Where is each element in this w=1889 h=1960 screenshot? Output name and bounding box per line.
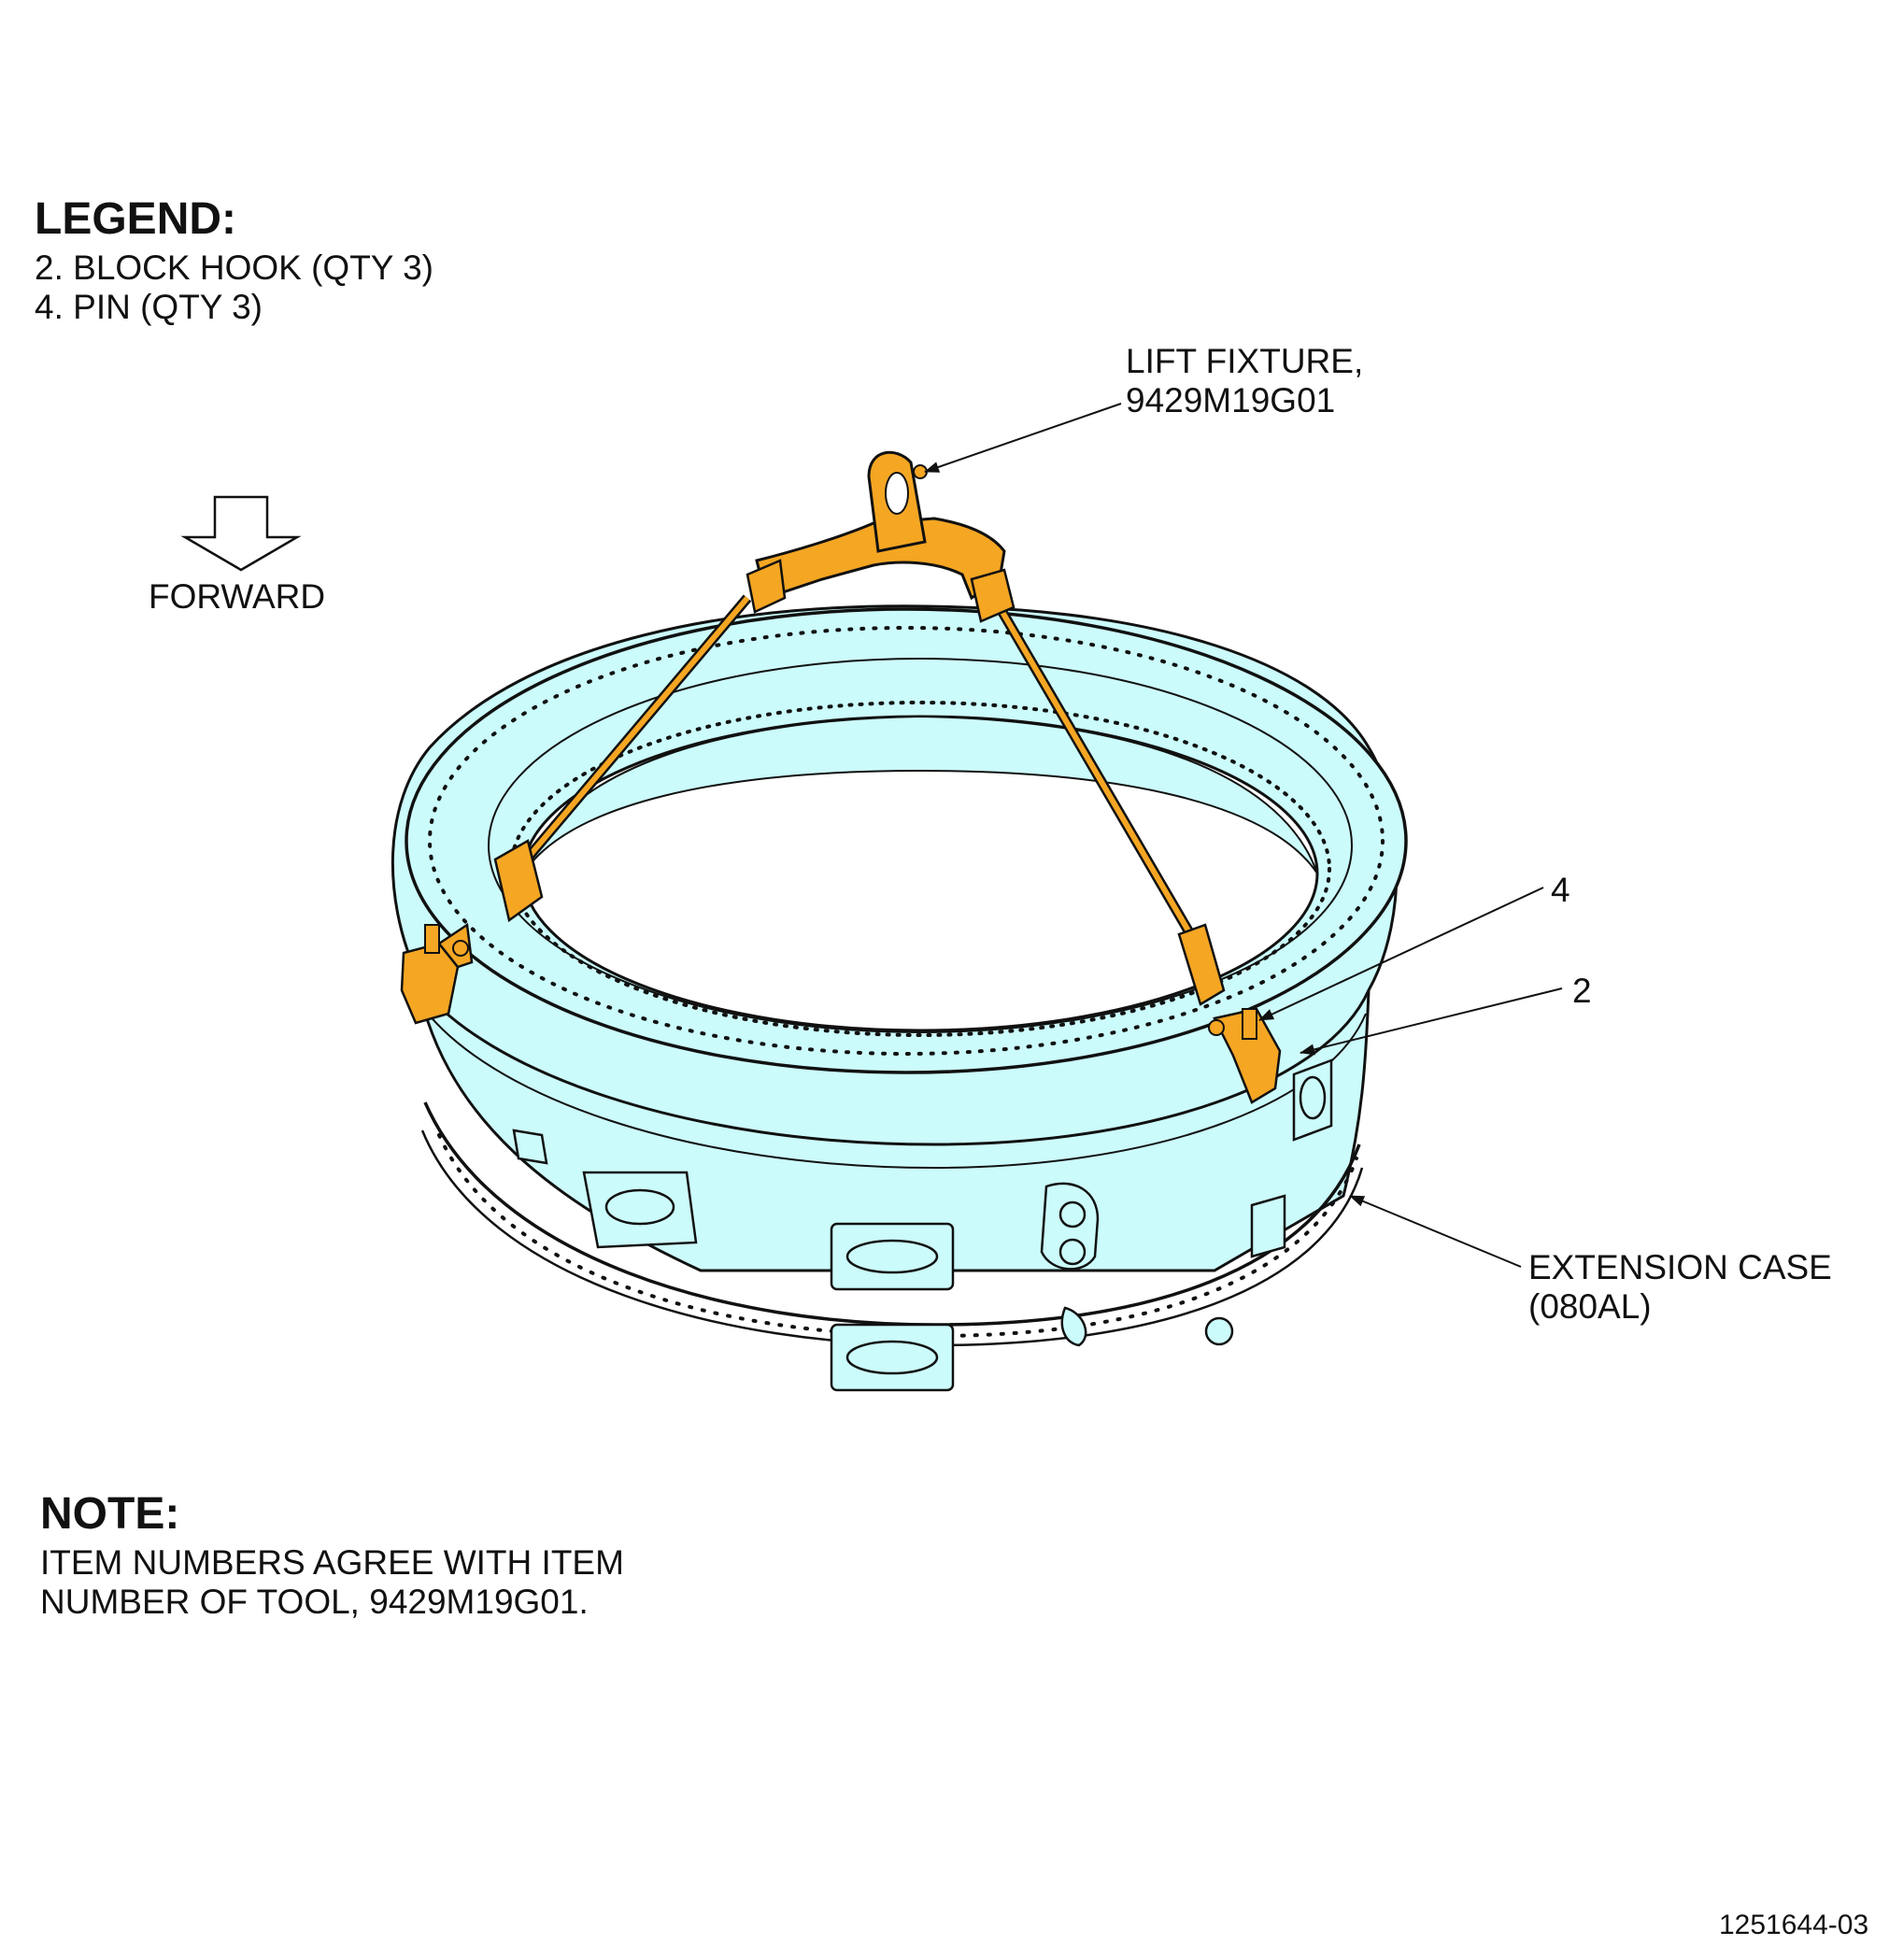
item-4-callout: 4 bbox=[1551, 871, 1570, 909]
case-inner-wall bbox=[522, 715, 1318, 874]
extension-case-label-line2: (080AL) bbox=[1528, 1287, 1652, 1326]
spreader-bar bbox=[755, 517, 1006, 601]
case-bolt-row-bottom bbox=[437, 1133, 1358, 1339]
case-flange-inner-ring bbox=[488, 658, 1353, 1033]
pin-right bbox=[1208, 1008, 1257, 1040]
lift-fixture-label-line1: LIFT FIXTURE, bbox=[1126, 342, 1364, 380]
note-title: NOTE: bbox=[40, 1489, 180, 1539]
leader-lines bbox=[924, 403, 1563, 1268]
case-port-bosses bbox=[512, 1058, 1333, 1392]
note-line-1: ITEM NUMBERS AGREE WITH ITEM bbox=[40, 1543, 624, 1582]
legend-item-pin: 4. PIN (QTY 3) bbox=[35, 288, 263, 326]
case-bolt-row-outer bbox=[428, 626, 1385, 1056]
item-2-callout: 2 bbox=[1572, 972, 1592, 1010]
pin-left bbox=[424, 924, 469, 957]
block-hook-right bbox=[1177, 923, 1282, 1104]
extension-case bbox=[391, 604, 1408, 1392]
note-line-2: NUMBER OF TOOL, 9429M19G01. bbox=[40, 1583, 589, 1621]
leader-lift-fixture bbox=[924, 403, 1122, 473]
leader-item-2 bbox=[1300, 987, 1563, 1056]
lift-fixture-label-line2: 9429M19G01 bbox=[1126, 381, 1336, 419]
case-top-front-lip bbox=[414, 980, 1371, 1146]
leader-extension-case bbox=[1349, 1195, 1522, 1268]
extension-case-label-line1: EXTENSION CASE bbox=[1528, 1248, 1832, 1286]
leader-item-4 bbox=[1258, 887, 1544, 1021]
figure-number: 1251644-03 bbox=[1719, 1910, 1869, 1940]
legend-title: LEGEND: bbox=[35, 194, 236, 244]
lift-fixture bbox=[400, 450, 1282, 1104]
legend-item-block-hook: 2. BLOCK HOOK (QTY 3) bbox=[35, 249, 433, 287]
forward-label: FORWARD bbox=[149, 577, 326, 616]
block-hook-left bbox=[400, 839, 544, 1025]
forward-arrow-icon bbox=[180, 495, 302, 572]
case-top-front-lip-inner bbox=[418, 1001, 1367, 1170]
